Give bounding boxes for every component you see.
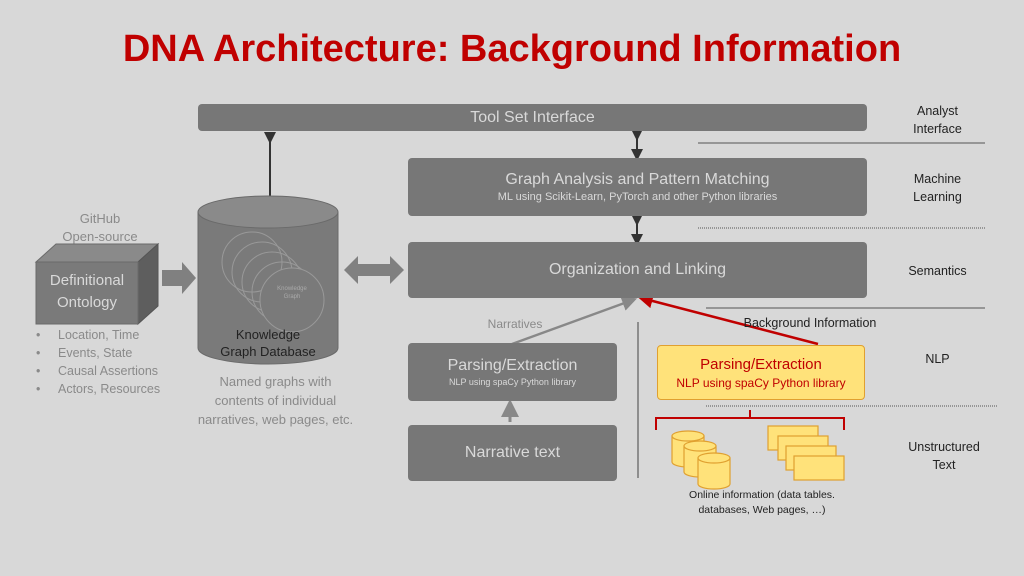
documents-icon [767,425,845,481]
layer-line: Machine [913,172,962,186]
github-line: GitHub [79,211,121,226]
bullet-item: Events, State [36,344,186,362]
background-info-arrow [637,293,819,346]
ontology-bullet-list: Location, Time Events, State Causal Asse… [36,326,186,398]
layer-nlp: NLP [925,352,950,366]
parsing-right-title: Parsing/Extraction [700,355,822,373]
narrative-text-label: Narrative text [464,444,561,461]
online-info-line: Online information (data tables. [689,489,835,501]
page-title: DNA Architecture: Background Information [122,28,902,70]
kg-mini-label: Knowledge Graph [272,285,312,301]
layer-unstructured-text: Unstructured Text [885,438,1003,474]
kg-mini-line: Knowledge [277,286,307,292]
layer-line: Interface [913,122,962,136]
ontology-cube [34,242,160,326]
github-line: Open-source [62,229,138,244]
parsing-left-title: Parsing/Extraction [447,357,578,374]
layer-line: Unstructured [908,440,980,454]
graph-analysis-title: Graph Analysis and Pattern Matching [505,171,770,188]
ontology-label: Definitional Ontology [36,270,138,314]
named-graphs-label: Named graphs with contents of individual… [188,372,363,429]
online-info-brace [655,410,845,430]
layer-semantics: Semantics [908,264,967,278]
knowledge-graph-cylinder [197,195,339,365]
ontology-line: Definitional [49,272,125,289]
layer-line: Learning [913,190,962,204]
layer-line: Text [932,458,956,472]
online-info-label: Online information (data tables. databas… [662,488,862,518]
kg-mini-line: Graph [283,294,301,300]
kg-db-line: Graph Database [220,344,316,359]
organization-linking-box: Organization and Linking [408,242,867,298]
named-graphs-line: narratives, web pages, etc. [197,412,354,427]
kg-org-arrow [344,256,404,284]
toolset-label: Tool Set Interface [470,108,595,126]
online-info-line: databases, Web pages, …) [698,504,826,516]
parsing-left-subtitle: NLP using spaCy Python library [449,377,576,387]
toolset-interface-box: Tool Set Interface [198,104,867,131]
organization-label: Organization and Linking [548,261,726,278]
kg-database-label: Knowledge Graph Database [198,326,338,360]
kg-db-line: Knowledge [235,327,301,342]
narratives-label: Narratives [487,317,543,331]
layer-machine-learning: Machine Learning [885,170,990,206]
named-graphs-line: Named graphs with [219,374,332,389]
graph-analysis-subtitle: ML using Scikit-Learn, PyTorch and other… [497,191,778,203]
graph-analysis-box: Graph Analysis and Pattern Matching ML u… [408,158,867,216]
bullet-item: Causal Assertions [36,362,186,380]
named-graphs-line: contents of individual [214,393,337,408]
narrative-text-box: Narrative text [408,425,617,481]
ontology-kg-arrow [162,262,196,294]
background-info-label: Background Information [743,316,877,330]
bullet-item: Location, Time [36,326,186,344]
parsing-extraction-left-box: Parsing/Extraction NLP using spaCy Pytho… [408,343,617,401]
layer-analyst-interface: Analyst Interface [885,102,990,138]
database-icon [671,430,731,490]
narratives-arrow [511,296,638,346]
parsing-right-subtitle: NLP using spaCy Python library [676,375,846,390]
parsing-extraction-right-box: Parsing/Extraction NLP using spaCy Pytho… [657,345,865,400]
layer-line: Analyst [917,104,958,118]
ontology-line: Ontology [56,294,118,311]
github-label: GitHub Open-source [40,210,160,246]
bullet-item: Actors, Resources [36,380,186,398]
